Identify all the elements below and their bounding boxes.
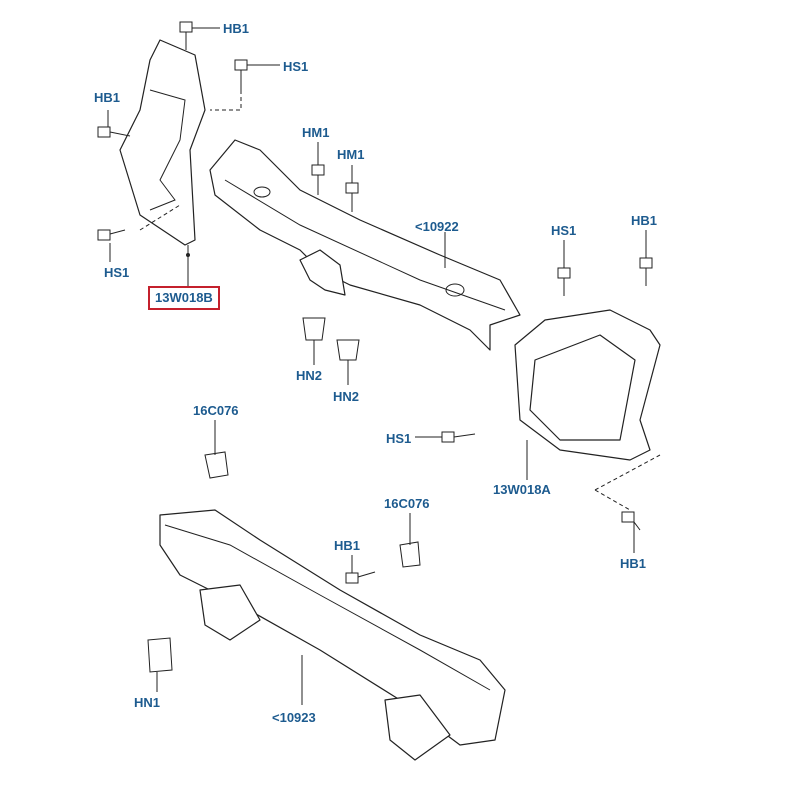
callout-16c076-left: 16C076 [193,403,239,418]
leader-lines [107,27,647,692]
callout-hb1-mid: HB1 [334,538,361,553]
callout-hb1-left: HB1 [94,90,121,105]
fasteners [97,21,653,673]
callout-hb1-right: HB1 [631,213,658,228]
lower-beam-part [159,509,506,761]
callout-hs1-mid: HS1 [386,431,412,446]
left-bracket-part [119,39,206,246]
callout-16c076-right: 16C076 [384,496,430,511]
callout-hs1-right: HS1 [551,223,577,238]
callout-10923: <10923 [272,710,316,725]
callout-10922: <10922 [415,219,459,234]
upper-support-part [209,139,521,351]
callout-hb1-top: HB1 [223,21,250,36]
callout-hn1: HN1 [134,695,161,710]
callout-hm1-a: HM1 [302,125,330,140]
callout-hn2-b: HN2 [333,389,360,404]
callout-13w018b-highlighted: 13W018B [148,286,220,310]
callout-hn2-a: HN2 [296,368,323,383]
right-bracket-part [514,309,661,461]
callout-hb1-lower-right: HB1 [620,556,647,571]
callout-hs1-top: HS1 [283,59,309,74]
callout-hs1-left: HS1 [104,265,130,280]
callout-hm1-b: HM1 [337,147,365,162]
callout-13w018a: 13W018A [493,482,551,497]
